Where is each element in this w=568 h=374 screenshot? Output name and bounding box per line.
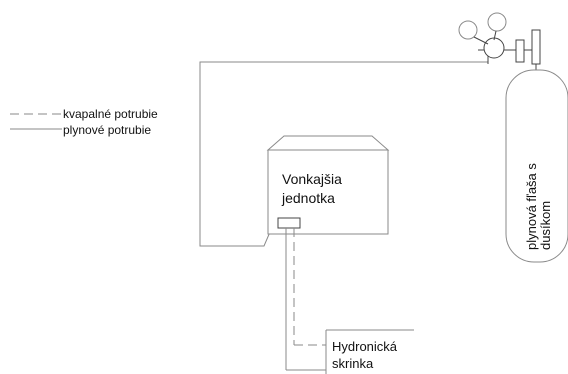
gauge-left-stem: [473, 36, 489, 45]
outdoor-unit-top: [266, 135, 390, 151]
nitrogen-cylinder-body: [505, 69, 568, 263]
gauge-right-stem: [493, 30, 497, 41]
regulator-body-icon: [483, 37, 505, 59]
legend: kvapalné potrubie plynové potrubie: [10, 107, 158, 137]
cylinder-valve-icon: [515, 39, 525, 63]
cylinder-valve-cap-icon: [531, 29, 541, 65]
outdoor-unit: Vonkajšia jednotka: [266, 135, 390, 235]
pressure-gauge-right-icon: [487, 12, 507, 32]
nitrogen-cylinder: plynová fľaša s dusíkom: [505, 69, 568, 263]
outdoor-unit-label-line2: jednotka: [281, 190, 335, 206]
pressure-regulator: [458, 12, 541, 72]
hydronic-pipes: [285, 228, 326, 371]
legend-gas-pipe-label: plynové potrubie: [63, 123, 151, 137]
legend-liquid-pipe-label: kvapalné potrubie: [63, 107, 158, 121]
pressure-gauge-left-icon: [458, 20, 478, 40]
service-valve-port: [277, 217, 301, 229]
gas-pipe-line: [199, 61, 488, 247]
hydronic-box-crop-mask: [414, 326, 568, 374]
nitrogen-cylinder-label-line1: plynová fľaša s: [524, 163, 539, 250]
nitrogen-cylinder-label-line2: dusíkom: [538, 201, 553, 250]
hydronic-box-label-line1: Hydronická: [332, 339, 398, 354]
outdoor-unit-label-line1: Vonkajšia: [282, 171, 342, 187]
hydronic-box-label-line2: skrinka: [332, 356, 374, 371]
